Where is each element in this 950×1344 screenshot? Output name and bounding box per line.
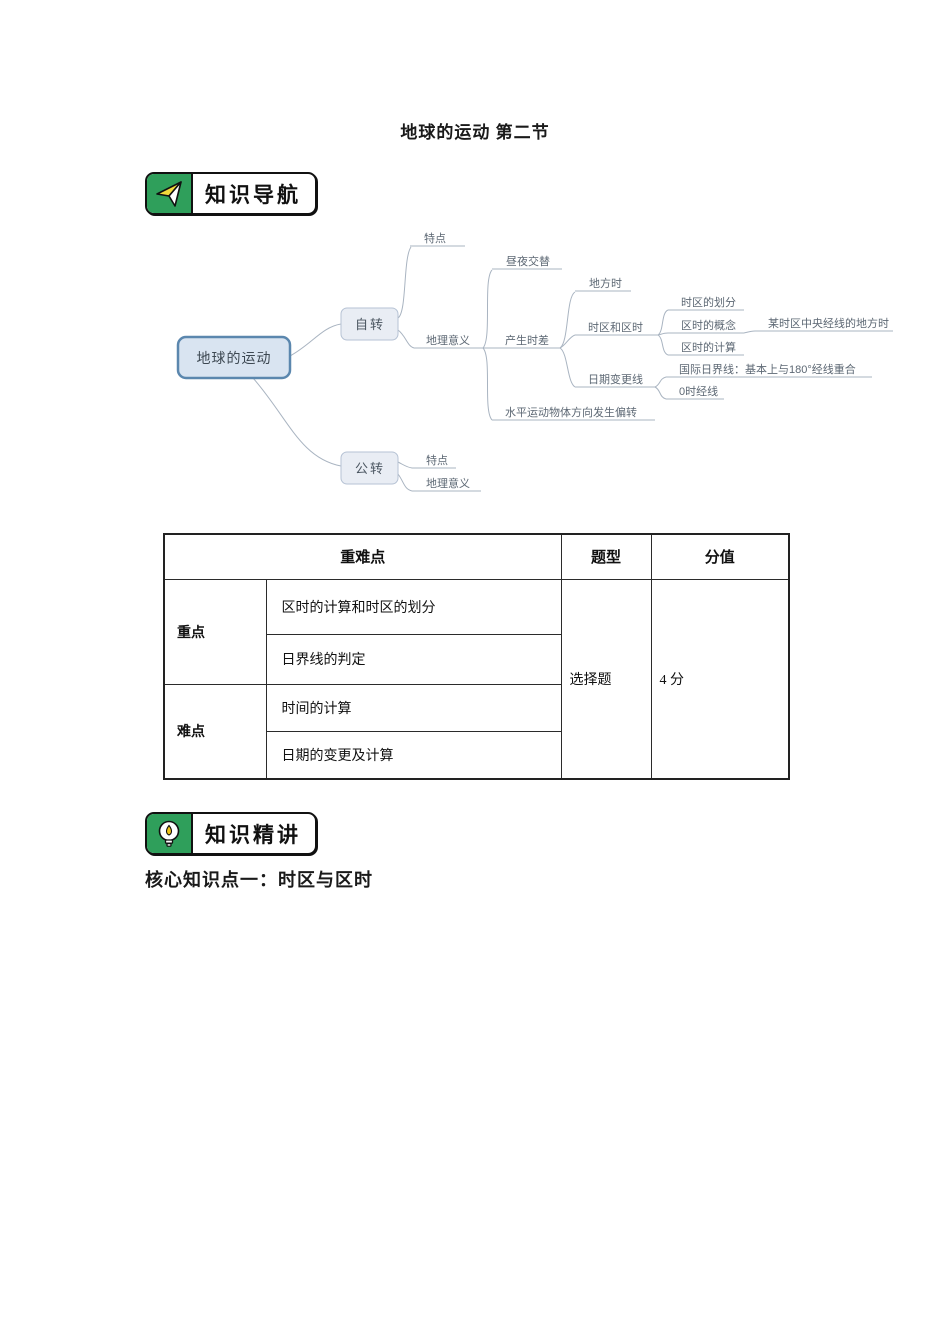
mindmap-underlines [410,245,893,492]
light-bulb-icon [147,814,193,853]
core-heading: 核心知识点一：时区与区时 [145,870,373,890]
label-zone-and-time: 时区和区时 [588,321,643,334]
label-rev-feature: 特点 [426,453,448,467]
label-date-line: 日期变更线 [588,372,643,386]
label-zone-calc: 区时的计算 [681,340,736,354]
mindmap-root-label: 地球的运动 [197,350,272,366]
cell-score: 4 分 [650,578,790,780]
lecture-badge: 知识精讲 [145,812,317,855]
label-intl-date-line: 国际日界线：基本上与180°经线重合 [679,362,856,376]
header-score: 分值 [650,533,790,580]
key-points-table: 重难点 题型 分值 重点 区时的计算和时区的划分 选择题 4 分 日界线的判定 … [163,533,791,780]
mindmap: 地球的运动 自转 公转 特点 地理意义 昼夜交替 产生时差 水平运动物体方向发生… [0,215,950,515]
mindmap-root-box [176,335,292,380]
label-zone-division: 时区的划分 [681,295,736,309]
label-time-diff: 产生时差 [505,333,549,347]
mindmap-revolution-box [340,451,399,485]
cell-question-type: 选择题 [560,578,652,780]
cell-important: 重点 [163,578,267,685]
paper-plane-icon [147,174,193,213]
label-deflection: 水平运动物体方向发生偏转 [505,405,637,419]
table-row: 难点 时间的计算 [163,683,789,780]
mindmap-revolution-label: 公转 [355,461,385,476]
table-row: 重点 区时的计算和时区的划分 选择题 4 分 [163,578,790,780]
cell-item2: 日界线的判定 [265,633,562,685]
mindmap-connectors [252,246,756,492]
cell-item4: 日期的变更及计算 [265,730,562,780]
mindmap-rotation-label: 自转 [355,317,385,332]
label-zone-concept: 区时的概念 [681,318,736,332]
table-row: 日界线的判定 [164,633,789,685]
cell-item3: 时间的计算 [265,683,562,732]
table-row: 日期的变更及计算 [164,730,789,780]
header-key-points: 重难点 [163,533,562,580]
cell-difficult: 难点 [163,683,267,780]
table-header-row: 重难点 题型 分值 [163,533,790,580]
label-zero-meridian: 0时经线 [679,384,718,398]
lecture-badge-label: 知识精讲 [205,823,301,847]
label-local-time: 地方时 [589,276,622,290]
label-rev-meaning: 地理意义 [426,476,470,490]
label-day-night: 昼夜交替 [506,254,550,268]
label-rot-feature: 特点 [424,231,446,245]
mindmap-labels: 特点 地理意义 昼夜交替 产生时差 水平运动物体方向发生偏转 地方时 时区和区时… [424,231,889,490]
nav-badge-label: 知识导航 [205,183,301,207]
nav-badge: 知识导航 [145,172,317,215]
label-central-meridian: 某时区中央经线的地方时 [768,316,889,330]
mindmap-rotation-box [340,307,399,341]
header-question-type: 题型 [560,533,652,580]
page-title: 地球的运动 第二节 [400,123,550,142]
cell-item1: 区时的计算和时区的划分 [265,578,562,635]
label-rot-meaning: 地理意义 [426,333,470,347]
